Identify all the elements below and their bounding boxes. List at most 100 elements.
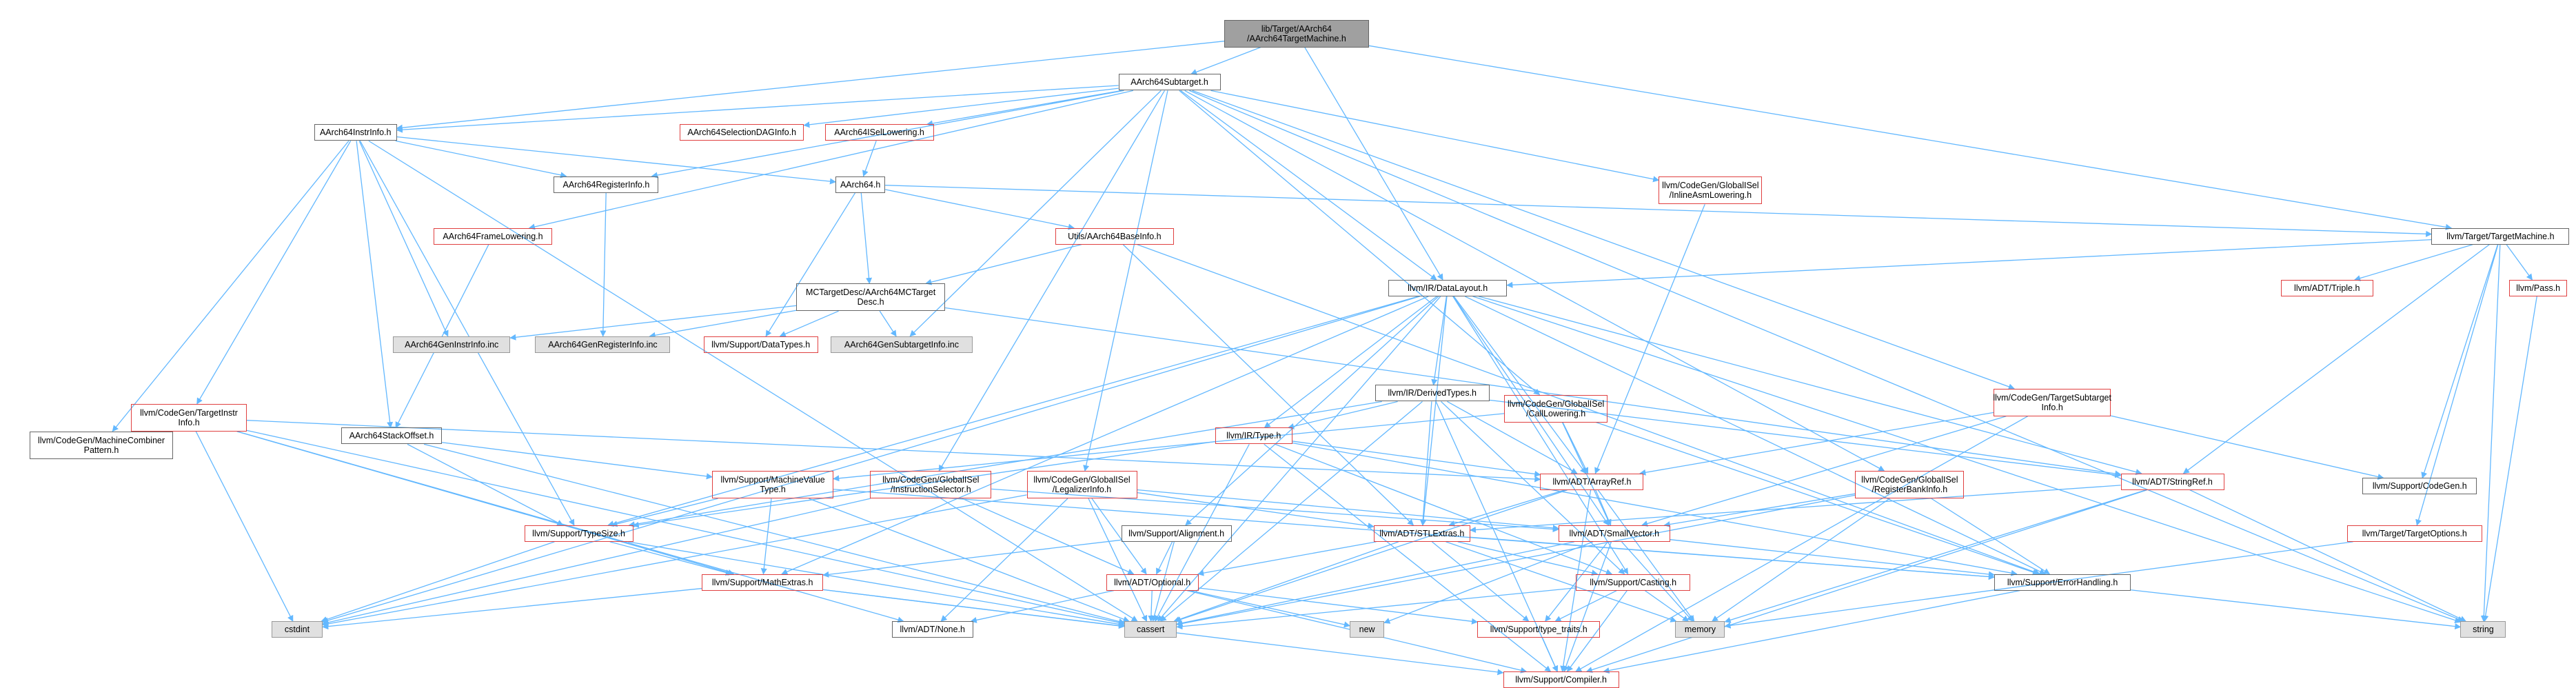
node-none[interactable]: llvm/ADT/None.h bbox=[891, 621, 973, 638]
edge-stackoff-to-cassert bbox=[423, 443, 1126, 625]
node-label-line: /InlineAsmLowering.h bbox=[1669, 190, 1752, 201]
edge-subtarget-to-seldag bbox=[803, 88, 1119, 128]
node-label-line: AArch64RegisterInfo.h bbox=[562, 179, 650, 190]
edge-mvt-to-typesize bbox=[611, 498, 718, 527]
node-calllow[interactable]: llvm/CodeGen/GlobalISel/CallLowering.h bbox=[1504, 394, 1608, 423]
node-mathextras[interactable]: llvm/Support/MathExtras.h bbox=[702, 574, 824, 591]
node-datatypes[interactable]: llvm/Support/DataTypes.h bbox=[703, 336, 818, 353]
node-typetraits[interactable]: llvm/Support/type_traits.h bbox=[1477, 621, 1601, 638]
node-label: llvm/Support/MathExtras.h bbox=[712, 578, 813, 587]
node-seldag[interactable]: AArch64SelectionDAGInfo.h bbox=[680, 124, 804, 141]
node-label: llvm/IR/Type.h bbox=[1226, 431, 1281, 441]
node-root[interactable]: lib/Target/AArch64/AArch64TargetMachine.… bbox=[1224, 19, 1369, 48]
node-label: llvm/Support/Casting.h bbox=[1590, 578, 1676, 587]
node-label-line: llvm/CodeGen/GlobalISel bbox=[1033, 475, 1130, 485]
node-pass[interactable]: llvm/Pass.h bbox=[2509, 279, 2568, 296]
node-label-line: llvm/CodeGen/MachineCombiner bbox=[37, 435, 165, 445]
node-derivedtypes[interactable]: llvm/IR/DerivedTypes.h bbox=[1375, 385, 1490, 402]
node-smallvector[interactable]: llvm/ADT/SmallVector.h bbox=[1558, 525, 1670, 542]
node-label-line: AArch64GenSubtargetInfo.inc bbox=[844, 339, 959, 350]
node-label: AArch64Subtarget.h bbox=[1130, 77, 1208, 87]
edge-irtype-to-cassert bbox=[1155, 444, 1250, 622]
node-label: Utils/AArch64BaseInfo.h bbox=[1068, 232, 1162, 241]
node-label-line: AArch64ISelLowering.h bbox=[834, 128, 924, 138]
edge-stringref-to-memory bbox=[1724, 489, 2147, 623]
edge-irtype-to-typesize bbox=[632, 441, 1215, 528]
edge-instrinfo-to-stackoff bbox=[356, 141, 394, 429]
node-label-line: /AArch64TargetMachine.h bbox=[1247, 33, 1346, 43]
node-framelow[interactable]: AArch64FrameLowering.h bbox=[434, 227, 552, 245]
node-irtype[interactable]: llvm/IR/Type.h bbox=[1215, 427, 1292, 445]
edge-aarch64h-to-mctarget bbox=[860, 192, 873, 285]
node-optional[interactable]: llvm/ADT/Optional.h bbox=[1106, 574, 1199, 591]
node-label-line: AArch64.h bbox=[840, 179, 881, 190]
edge-datalayout-to-errorhandling bbox=[1464, 296, 2046, 575]
node-targetmachine[interactable]: llvm/Target/TargetMachine.h bbox=[2431, 227, 2570, 245]
node-label: AArch64GenSubtargetInfo.inc bbox=[844, 340, 959, 350]
edge-tinstrinfo-to-cassert bbox=[246, 429, 1126, 626]
node-label-line: llvm/IR/DataLayout.h bbox=[1408, 283, 1488, 293]
node-codegen[interactable]: llvm/Support/CodeGen.h bbox=[2362, 478, 2477, 495]
node-label: lib/Target/AArch64/AArch64TargetMachine.… bbox=[1247, 24, 1346, 43]
edge-datalayout-to-stlextras bbox=[1420, 296, 1448, 526]
node-label: memory bbox=[1685, 625, 1716, 634]
node-label-line: llvm/IR/DerivedTypes.h bbox=[1388, 388, 1477, 398]
edge-reginfo-to-genreg bbox=[600, 192, 607, 337]
edge-typesize-to-cassert bbox=[627, 541, 1126, 627]
node-instrinfo[interactable]: AArch64InstrInfo.h bbox=[314, 124, 397, 141]
node-typesize[interactable]: llvm/Support/TypeSize.h bbox=[524, 525, 633, 542]
node-label-line: MCTargetDesc/AArch64MCTarget bbox=[805, 287, 936, 298]
edge-mctarget-to-genreg bbox=[649, 310, 797, 338]
edge-subtarget-to-string bbox=[1189, 90, 2464, 623]
edge-datalayout-to-typesize bbox=[607, 296, 1419, 527]
node-triple[interactable]: llvm/ADT/Triple.h bbox=[2280, 279, 2373, 296]
edge-targetmachine-to-triple bbox=[2354, 244, 2473, 281]
node-legalizer[interactable]: llvm/CodeGen/GlobalISel/LegalizerInfo.h bbox=[1026, 471, 1137, 499]
node-stlextras[interactable]: llvm/ADT/STLExtras.h bbox=[1373, 525, 1470, 542]
node-reginfo[interactable]: AArch64RegisterInfo.h bbox=[554, 176, 659, 193]
node-subtarget[interactable]: AArch64Subtarget.h bbox=[1118, 74, 1221, 91]
node-label-line: llvm/CodeGen/TargetInstr bbox=[140, 407, 238, 418]
edge-irtype-to-errorhandling bbox=[1292, 442, 2018, 576]
edge-arrayref-to-memory bbox=[1597, 489, 1695, 622]
node-label: llvm/IR/DataLayout.h bbox=[1408, 283, 1488, 293]
node-instsel[interactable]: llvm/CodeGen/GlobalISel/InstructionSelec… bbox=[870, 471, 992, 499]
node-basicinfo[interactable]: Utils/AArch64BaseInfo.h bbox=[1055, 227, 1174, 245]
node-arrayref[interactable]: llvm/ADT/ArrayRef.h bbox=[1540, 473, 1644, 490]
node-toptions[interactable]: llvm/Target/TargetOptions.h bbox=[2346, 525, 2482, 542]
node-compiler[interactable]: llvm/Support/Compiler.h bbox=[1503, 671, 1619, 688]
edge-instsel-to-smallvector bbox=[991, 488, 1559, 533]
node-errorhandling[interactable]: llvm/Support/ErrorHandling.h bbox=[1994, 574, 2131, 591]
node-label-line: llvm/Target/TargetMachine.h bbox=[2446, 231, 2555, 241]
edge-irtype-to-compiler bbox=[1264, 443, 1552, 672]
node-datalayout[interactable]: llvm/IR/DataLayout.h bbox=[1388, 279, 1508, 296]
node-label: llvm/ADT/Optional.h bbox=[1114, 578, 1190, 587]
node-label-line: memory bbox=[1684, 625, 1716, 635]
node-label: llvm/ADT/SmallVector.h bbox=[1570, 529, 1660, 538]
node-aarch64h[interactable]: AArch64.h bbox=[835, 176, 886, 193]
node-inlineasm[interactable]: llvm/CodeGen/GlobalISel/InlineAsmLowerin… bbox=[1659, 176, 1763, 205]
node-stringref[interactable]: llvm/ADT/StringRef.h bbox=[2120, 473, 2224, 490]
edge-targetmachine-to-stringref bbox=[2182, 244, 2490, 474]
edge-targetmachine-to-string bbox=[2480, 244, 2501, 623]
node-stackoff[interactable]: AArch64StackOffset.h bbox=[341, 427, 443, 445]
node-label-line: llvm/ADT/ArrayRef.h bbox=[1552, 476, 1632, 487]
node-alignment[interactable]: llvm/Support/Alignment.h bbox=[1121, 525, 1232, 542]
edge-alignment-to-mathextras bbox=[822, 539, 1122, 578]
edge-stlextras-to-casting bbox=[1457, 541, 1599, 576]
node-regbank[interactable]: llvm/CodeGen/GlobalISel/RegisterBankInfo… bbox=[1855, 471, 1965, 499]
edge-targetmachine-to-pass bbox=[2506, 244, 2533, 281]
node-label: llvm/CodeGen/GlobalISel/LegalizerInfo.h bbox=[1033, 475, 1130, 494]
edge-stlextras-to-errorhandling bbox=[1470, 536, 1995, 580]
node-geninstr: AArch64GenInstrInfo.inc bbox=[393, 336, 511, 353]
node-casting[interactable]: llvm/Support/Casting.h bbox=[1576, 574, 1691, 591]
edge-instrinfo-to-reginfo bbox=[395, 140, 567, 179]
edge-isel-to-aarch64h bbox=[862, 141, 877, 177]
node-isel[interactable]: AArch64ISelLowering.h bbox=[824, 124, 934, 141]
